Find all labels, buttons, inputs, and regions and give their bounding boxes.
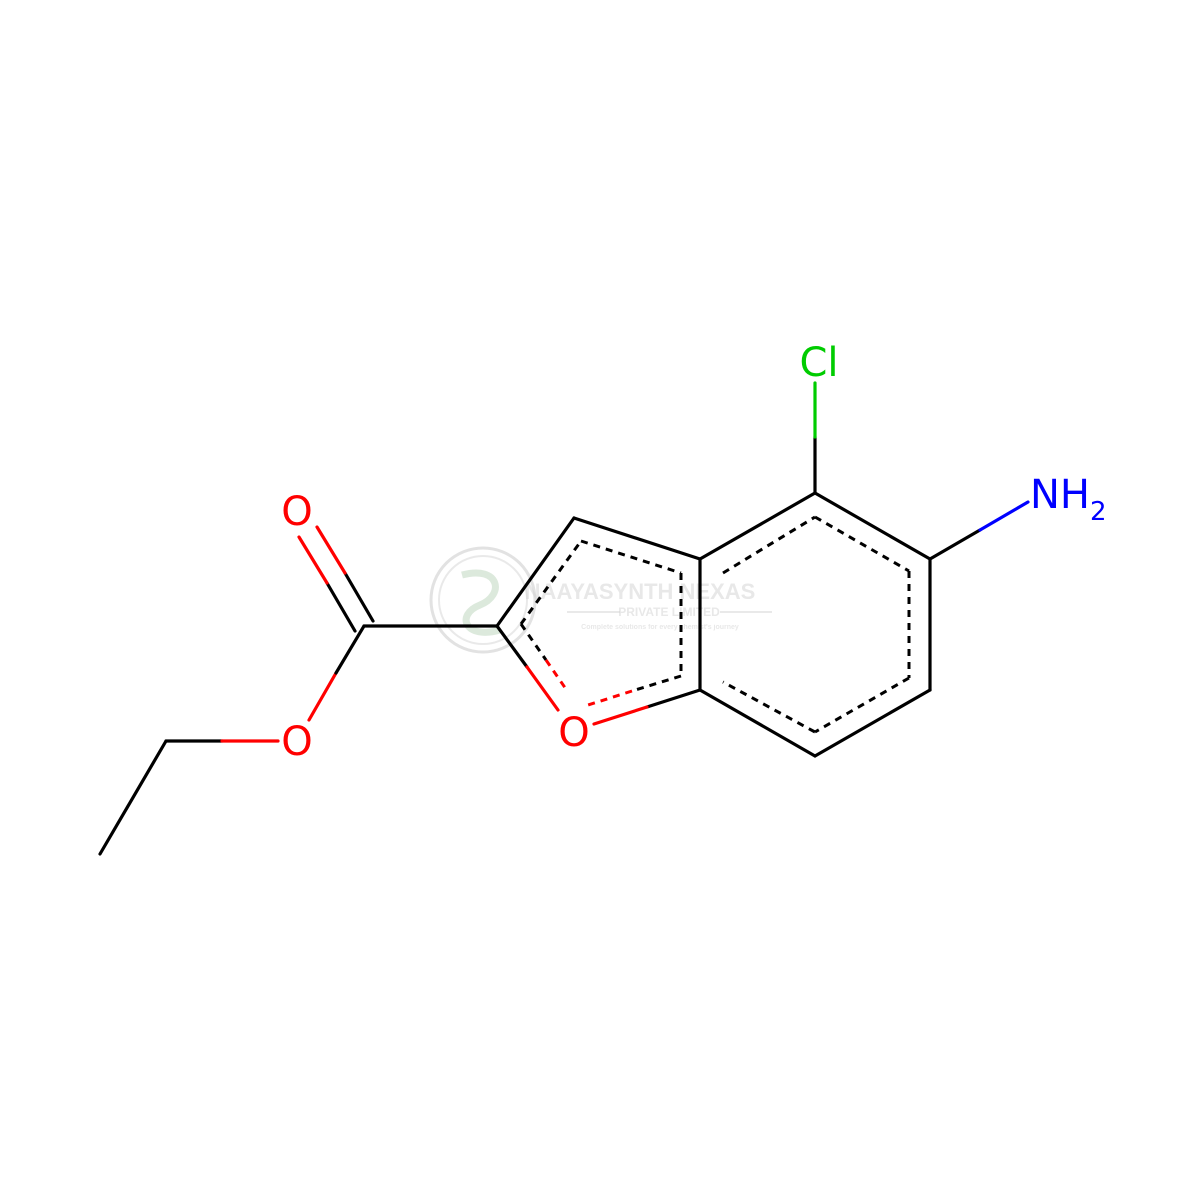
bond-c-o-double-a-black [343,571,375,623]
bond-c-o-double-b-red [297,535,329,585]
bond-c-o-double-a-red [315,525,347,575]
aromatic-c3-c3a [580,539,682,575]
amine-subscript: 2 [1090,497,1107,527]
bond-o-c-red [307,671,338,722]
bond-ch3-ch2 [98,739,168,856]
atom-labels: O O O Cl NH2 [281,340,1106,765]
bond-c3a-c4 [698,491,817,561]
bond-c5-n-blue [978,500,1030,532]
watermark-logo-ring [429,546,537,654]
aromatic-c7a-o-black [631,674,682,693]
aromatic-c2-o-black [519,623,548,661]
bond-c2-o-black [495,624,529,669]
aromatic-c7a-o-red [584,689,633,708]
bond-c2-o-red [525,665,560,712]
bond-o-c-black [334,624,366,675]
bond-c7a-o-black [645,688,702,709]
bond-c-o-double-b-black [325,581,357,633]
aromatic-c3a-c4 [722,515,816,575]
amine-label: NH2 [1030,472,1107,527]
bond-c5-n-black [928,528,982,561]
bond-c6-c7 [813,688,932,758]
bond-c3-c3a [572,516,702,561]
aromatic-c2-o-red [544,659,570,693]
watermark-tagline: Complete solutions for every chemist's j… [581,624,739,631]
watermark-logo-inner-ring [438,555,528,645]
aromatic-c7-c7a [722,680,816,734]
ring-oxygen-label: O [558,710,589,756]
watermark-logo-helix [461,569,501,636]
bond-c7-c7a [698,688,817,758]
amine-symbol: NH [1030,472,1090,518]
aromatic-c4-c5 [814,515,910,573]
watermark-subtitle: PRIVATE LIMITED [618,605,720,619]
bond-c2-c3 [495,516,576,628]
carbonyl-oxygen-label: O [281,489,312,535]
chlorine-label: Cl [799,340,838,386]
watermark-company: NAAYASYNTH NEXAS [525,579,756,604]
aromatic-c6-c7 [814,676,910,734]
aromatic-bonds [519,515,911,734]
aromatic-c2-c3 [519,540,583,625]
watermark: NAAYASYNTH NEXAS PRIVATE LIMITED Complet… [429,546,772,654]
bonds [98,381,1030,856]
bond-c7a-o-red [592,705,649,726]
bond-c4-c5 [813,491,932,561]
ester-oxygen-label: O [281,719,312,765]
